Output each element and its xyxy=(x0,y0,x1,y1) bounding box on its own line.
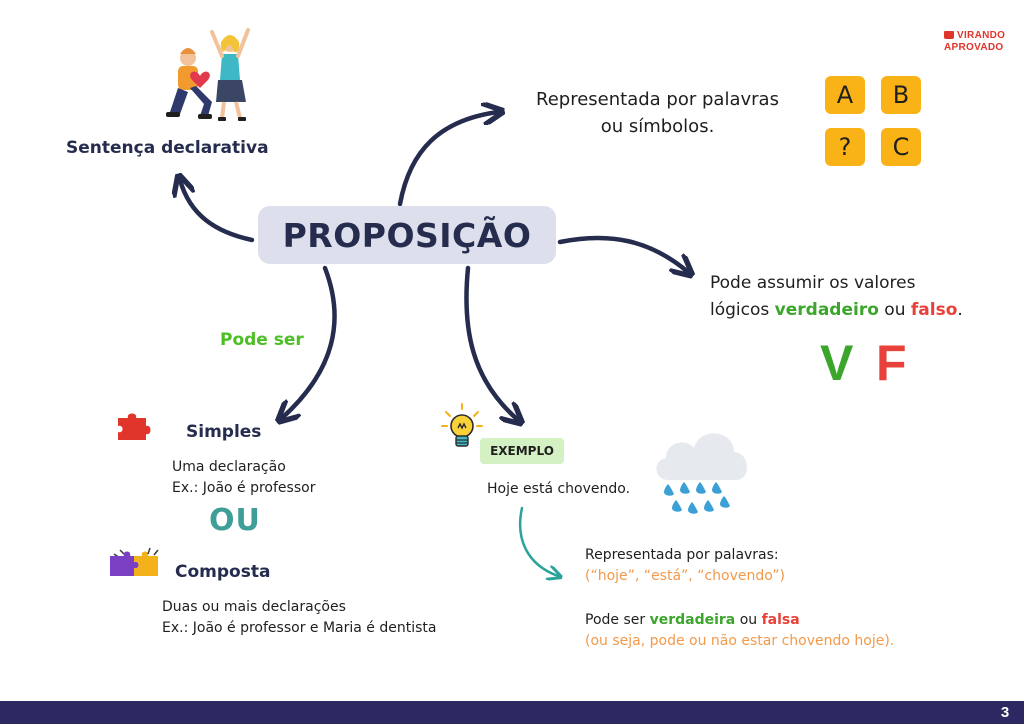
brand-logo: VIRANDO APROVADO xyxy=(944,30,1014,54)
proposicao-box: PROPOSIÇÃO xyxy=(258,206,556,264)
exemplo-verdadeira-falsa: Pode ser verdadeira ou falsa (ou seja, p… xyxy=(585,610,894,652)
book-icon xyxy=(944,31,954,39)
happy-couple-illustration xyxy=(166,28,250,121)
valores-suffix: . xyxy=(957,300,963,320)
ou-separator: OU xyxy=(209,503,261,538)
simples-title: Simples xyxy=(186,422,262,442)
simples-desc-line2: Ex.: João é professor xyxy=(172,480,316,496)
exemplo-badge: EXEMPLO xyxy=(480,438,564,464)
brand-line1: VIRANDO xyxy=(957,30,1006,41)
exemplo-sentence: Hoje está chovendo. xyxy=(487,481,631,497)
footer-bar xyxy=(0,701,1024,724)
exemplo-representada: Representada por palavras: (“hoje”, “est… xyxy=(585,545,785,587)
tile-b: B xyxy=(881,76,921,114)
verdadeiro-word: verdadeiro xyxy=(774,300,879,320)
arrow-to-representada xyxy=(397,112,498,207)
composta-desc-line1: Duas ou mais declarações xyxy=(162,599,346,615)
simples-description: Uma declaração Ex.: João é professor xyxy=(172,457,315,499)
arrow-to-simples xyxy=(282,265,337,418)
exemplo-repr-line1: Representada por palavras: xyxy=(585,547,779,563)
valores-logicos-text: Pode assumir os valores lógicos verdadei… xyxy=(710,270,963,324)
simples-desc-line1: Uma declaração xyxy=(172,459,286,475)
verdadeira-word: verdadeira xyxy=(649,612,736,628)
representada-text: Representada por palavras ou símbolos. xyxy=(520,86,795,140)
tile-c: C xyxy=(881,128,921,166)
sentenca-declarativa-title: Sentença declarativa xyxy=(66,138,269,158)
brand-line2: APROVADO xyxy=(944,42,1004,53)
arrow-to-representada-exemplo xyxy=(518,506,558,576)
lightbulb-icon xyxy=(441,403,483,447)
composta-description: Duas ou mais declarações Ex.: João é pro… xyxy=(162,597,436,639)
valores-prefix: lógicos xyxy=(710,300,775,320)
representada-line2: ou símbolos. xyxy=(600,116,715,137)
rain-cloud-icon xyxy=(656,433,748,514)
arrow-to-valores xyxy=(557,235,688,272)
valores-line2: lógicos verdadeiro ou falso. xyxy=(710,297,963,324)
page-number: 3 xyxy=(1000,704,1010,721)
valores-ou: ou xyxy=(878,300,911,320)
exemplo-badge-label: EXEMPLO xyxy=(490,444,554,458)
exemplo-vf-prefix: Pode ser xyxy=(585,612,650,628)
tile-a: A xyxy=(825,76,865,114)
exemplo-vf-ou: ou xyxy=(735,612,762,628)
composta-title: Composta xyxy=(175,562,271,582)
tile-question: ? xyxy=(825,128,865,166)
exemplo-repr-line2: (“hoje”, “está”, “chovendo”) xyxy=(585,568,786,584)
falsa-word: falsa xyxy=(761,612,800,628)
exemplo-vf-line1: Pode ser verdadeira ou falsa xyxy=(585,610,894,631)
big-f-letter: F xyxy=(876,335,907,391)
composta-desc-line2: Ex.: João é professor e Maria é dentista xyxy=(162,620,437,636)
pode-ser-label: Pode ser xyxy=(220,330,304,350)
representada-line1: Representada por palavras xyxy=(536,89,779,110)
arrow-to-exemplo xyxy=(464,265,518,420)
big-v-letter: V xyxy=(820,335,854,391)
falso-word: falso xyxy=(910,300,958,320)
puzzle-pieces-icon xyxy=(110,547,159,576)
exemplo-vf-line2: (ou seja, pode ou não estar chovendo hoj… xyxy=(585,633,895,649)
arrow-to-sentenca xyxy=(180,180,255,243)
proposicao-title: PROPOSIÇÃO xyxy=(282,215,532,255)
valores-line1: Pode assumir os valores xyxy=(710,273,916,293)
puzzle-piece-icon xyxy=(118,413,151,440)
